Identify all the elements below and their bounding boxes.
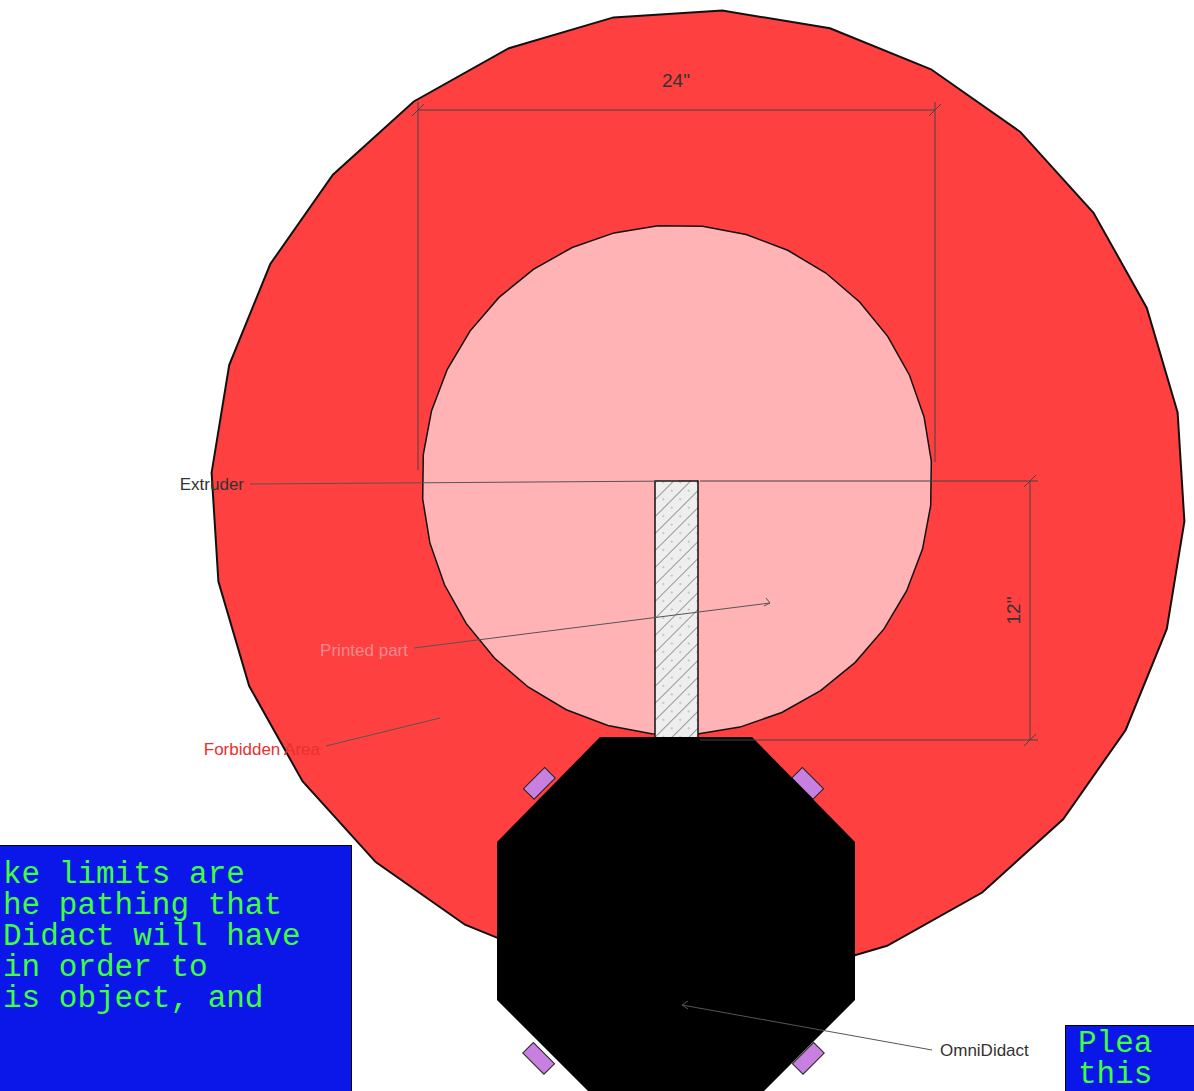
part-label: OmniDidact <box>940 1042 1029 1059</box>
part-label: Printed part <box>320 642 408 659</box>
omnididact-robot <box>497 737 855 1091</box>
part-label: Extruder <box>180 476 244 493</box>
note-text: ke limits are <box>3 859 351 890</box>
note-box: ke limits arehe pathing thatDidact will … <box>0 845 352 1091</box>
leader-lines <box>250 481 932 1050</box>
note-text: in order to <box>3 952 351 983</box>
note-text: is object, and <box>3 983 351 1014</box>
note-text: Plea <box>1078 1028 1194 1059</box>
note-text: he pathing that <box>3 890 351 921</box>
note-text: Didact will have <box>3 921 351 952</box>
note-text: this <box>1078 1059 1194 1090</box>
extruder <box>655 481 698 740</box>
note-box: Pleathis <box>1065 1025 1194 1091</box>
dimension-text: 12" <box>1004 596 1023 624</box>
dimension-lines <box>412 102 1038 746</box>
dimension-text: 24" <box>662 71 690 90</box>
part-label: Forbidden Area <box>204 741 320 758</box>
